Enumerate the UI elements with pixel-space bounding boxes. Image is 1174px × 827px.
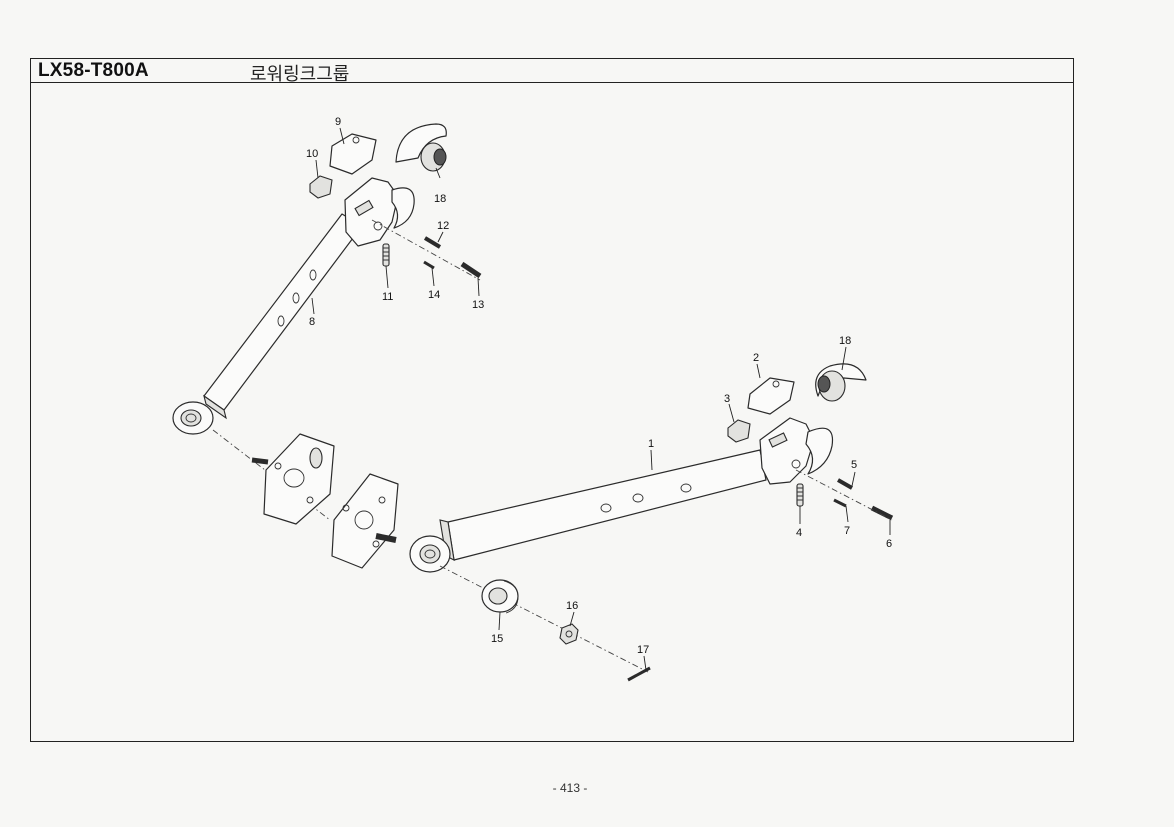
- pin-17: [627, 666, 651, 682]
- knob-18-left: [395, 123, 447, 172]
- page-number: - 413 -: [552, 781, 588, 795]
- latch-10: [309, 175, 333, 199]
- callout-7: 7: [844, 525, 850, 537]
- callout-4: 4: [796, 527, 802, 539]
- latch-plate-2: [747, 377, 795, 415]
- callout-6: 6: [886, 538, 892, 550]
- callout-2: 2: [753, 352, 759, 364]
- latch-3: [727, 419, 751, 443]
- hook-end-right: [759, 417, 834, 485]
- callout-9: 9: [335, 116, 341, 128]
- callout-14: 14: [428, 289, 440, 301]
- callout-18-right: 18: [839, 335, 851, 347]
- callout-8: 8: [309, 316, 315, 328]
- ball-joint-15: [481, 579, 519, 614]
- mount-bracket-left: [251, 433, 335, 525]
- hook-end-left: [344, 177, 415, 247]
- callout-12: 12: [437, 220, 449, 232]
- callout-17: 17: [637, 644, 649, 656]
- callout-10: 10: [306, 148, 318, 160]
- leader-lines: [311, 127, 891, 671]
- pins-12-13-14: [423, 236, 482, 279]
- callout-13: 13: [472, 299, 484, 311]
- callout-18-left: 18: [434, 193, 446, 205]
- latch-plate-9: [329, 133, 377, 175]
- model-number: LX58-T800A: [38, 60, 149, 81]
- callout-16: 16: [566, 600, 578, 612]
- nut-16: [559, 623, 579, 645]
- header-divider: [30, 82, 1074, 83]
- pins-5-6-7: [833, 478, 894, 521]
- spring-11: [382, 243, 390, 267]
- callout-3: 3: [724, 393, 730, 405]
- group-title: 로워링크그룹: [250, 64, 350, 85]
- callout-11: 11: [382, 291, 393, 303]
- lower-link-left: [172, 213, 363, 435]
- callout-15: 15: [491, 633, 503, 645]
- drawing-frame: [30, 58, 1074, 742]
- spring-4: [796, 483, 804, 507]
- callout-1: 1: [648, 438, 654, 450]
- lower-link-main: [409, 449, 767, 573]
- mount-bracket-right: [331, 473, 399, 569]
- knob-18-right: [815, 363, 867, 402]
- callout-5: 5: [851, 459, 857, 471]
